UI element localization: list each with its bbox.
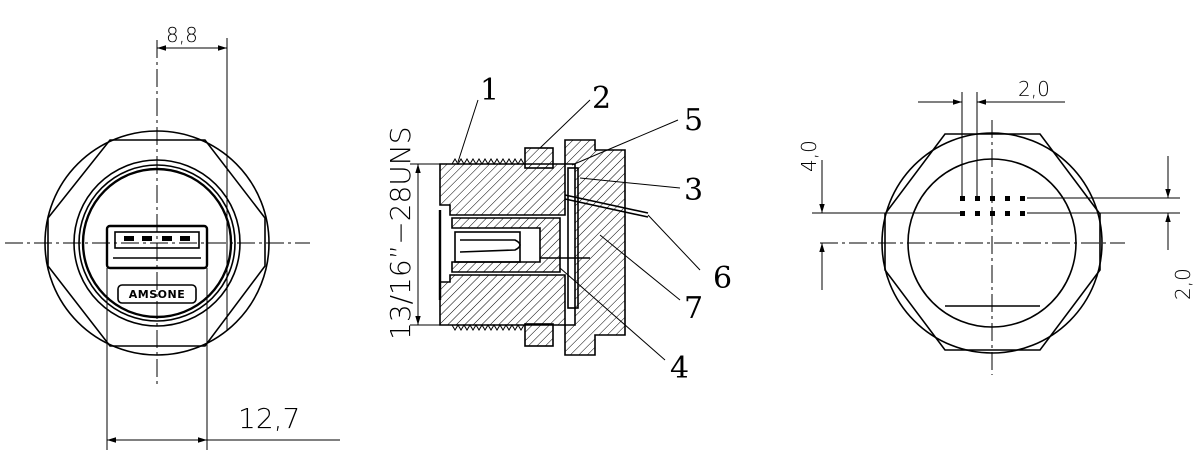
nut-top: [524, 147, 554, 169]
rear-plate: [567, 167, 579, 309]
pin-grid: [960, 196, 1025, 216]
pin-dot: [990, 196, 995, 201]
callout-4: 4: [670, 351, 689, 386]
hex-nut-outline: [47, 139, 266, 347]
dim-pitch-h-label: 2,0: [1018, 77, 1050, 101]
front-view: AMSONE 8,8 12,7: [5, 23, 340, 450]
section-view: 13/16”−28UNS 1 2 3 4 5 6 7: [384, 73, 732, 386]
thread-teeth-top: [451, 158, 525, 165]
callout-1: 1: [480, 73, 499, 108]
dim-pitch-v-label: 2,0: [1171, 268, 1195, 300]
callout-7: 7: [684, 291, 703, 326]
thread-label: 13/16”−28UNS: [384, 127, 417, 341]
pin-lead: [564, 198, 649, 218]
leader-4: [559, 267, 666, 361]
body-bottom-wall: [439, 274, 566, 326]
pin-lead: [564, 194, 649, 214]
pin-dot: [960, 196, 965, 201]
usb-pin: [142, 236, 152, 241]
usb-pin: [162, 236, 172, 241]
leader-7: [599, 234, 681, 301]
nut-bottom: [524, 323, 554, 347]
leader-6: [647, 214, 701, 271]
pin-dot: [975, 211, 980, 216]
contact-spring: [459, 239, 521, 253]
callout-5: 5: [684, 103, 703, 138]
thread-teeth-bottom: [451, 324, 525, 331]
dim-top-label: 8,8: [166, 23, 198, 47]
pin-dot: [1005, 211, 1010, 216]
callout-3: 3: [684, 173, 703, 208]
leader-2: [539, 99, 591, 149]
leader-3: [579, 177, 681, 189]
body-top-wall: [439, 163, 566, 216]
usb-pin: [124, 236, 134, 241]
pin-dot: [975, 196, 980, 201]
callout-2: 2: [592, 81, 611, 116]
rear-view: 2,0 4,0 2,0: [797, 77, 1195, 375]
dim-bottom-label: 12,7: [238, 402, 300, 435]
pin-dot: [960, 211, 965, 216]
leader-5: [571, 119, 679, 166]
contact-cavity: [454, 231, 521, 263]
leader-1: [457, 99, 479, 163]
pin-dot: [1005, 196, 1010, 201]
pin-dot: [990, 211, 995, 216]
usb-pin: [180, 236, 190, 241]
rear-hex-outline: [884, 133, 1101, 351]
callout-6: 6: [713, 261, 732, 296]
dim-height-label: 4,0: [797, 140, 821, 172]
pin-dot: [1020, 211, 1025, 216]
insert-block: [451, 217, 561, 273]
pin-dot: [1020, 196, 1025, 201]
